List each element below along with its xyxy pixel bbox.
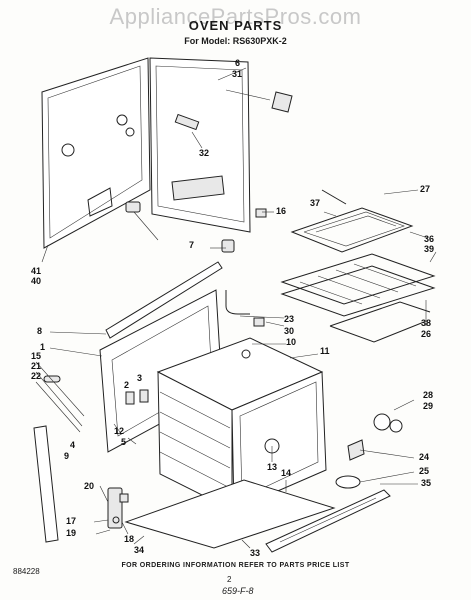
callout-label: 3 bbox=[137, 373, 143, 383]
page-number: 2 bbox=[227, 575, 232, 584]
vent-tube bbox=[225, 290, 250, 315]
callout-label: 25 bbox=[419, 466, 430, 476]
terminal-block bbox=[43, 375, 61, 383]
leader-lines bbox=[35, 67, 437, 549]
callout-label: 37 bbox=[310, 198, 321, 208]
diagram-title: OVEN PARTS bbox=[188, 18, 283, 33]
bracket bbox=[125, 391, 135, 405]
clip bbox=[253, 317, 265, 327]
watermark: AppliancePartsPros.com bbox=[109, 4, 362, 29]
callout-label: 23 bbox=[284, 314, 295, 324]
callout-label: 33 bbox=[250, 548, 261, 558]
hinge-assembly bbox=[107, 487, 129, 529]
callout-label: 35 bbox=[421, 478, 432, 488]
callout-label: 38 bbox=[421, 318, 432, 328]
callout-label: 16 bbox=[276, 206, 287, 216]
callout-label: 21 bbox=[31, 361, 42, 371]
callout-label: 39 bbox=[424, 244, 435, 254]
callout-label: 10 bbox=[286, 337, 297, 347]
broil-element bbox=[290, 189, 414, 253]
callout-label: 30 bbox=[284, 326, 295, 336]
callout-label: 7 bbox=[189, 240, 195, 250]
callout-label: 13 bbox=[267, 462, 278, 472]
callout-label: 40 bbox=[31, 276, 42, 286]
callout-label: 22 bbox=[31, 371, 42, 381]
model-line: For Model: RS630PXK-2 bbox=[184, 36, 287, 46]
bracket bbox=[139, 389, 149, 403]
callout-label: 11 bbox=[320, 346, 330, 356]
callout-label: 31 bbox=[232, 69, 243, 79]
callout-label: 34 bbox=[134, 545, 145, 555]
side-trim bbox=[33, 425, 59, 543]
callout-label: 20 bbox=[84, 481, 95, 491]
oven-liner bbox=[156, 337, 327, 511]
callout-label: 14 bbox=[281, 468, 292, 478]
top-trim bbox=[105, 261, 223, 339]
callout-label: 15 bbox=[31, 351, 42, 361]
callout-label: 19 bbox=[66, 528, 77, 538]
callout-label: 4 bbox=[70, 440, 76, 450]
ordering-note: FOR ORDERING INFORMATION REFER TO PARTS … bbox=[121, 562, 350, 569]
callout-label: 36 bbox=[424, 234, 435, 244]
callout-label: 6 bbox=[235, 58, 241, 68]
callout-label: 41 bbox=[31, 266, 42, 276]
callout-label: 1 bbox=[40, 342, 46, 352]
document-code: 884228 bbox=[13, 567, 40, 576]
bottom-vent bbox=[265, 489, 391, 553]
callout-label: 28 bbox=[423, 390, 434, 400]
callout-label: 17 bbox=[66, 516, 77, 526]
handwritten-note: 659-F-8 bbox=[222, 586, 254, 596]
callout-label: 8 bbox=[37, 326, 43, 336]
callout-label: 18 bbox=[124, 534, 135, 544]
oven-base bbox=[124, 479, 336, 549]
oven-light bbox=[335, 413, 403, 489]
callout-label: 27 bbox=[420, 184, 431, 194]
callout-label: 32 bbox=[199, 148, 210, 158]
callout-label: 9 bbox=[64, 451, 70, 461]
callout-label: 12 bbox=[114, 426, 125, 436]
callout-label: 5 bbox=[121, 437, 127, 447]
callout-label: 26 bbox=[421, 329, 432, 339]
callout-label: 2 bbox=[124, 380, 130, 390]
callout-label: 29 bbox=[423, 401, 434, 411]
insulation-panel bbox=[41, 57, 151, 249]
oven-racks bbox=[280, 253, 436, 343]
callout-label: 24 bbox=[419, 452, 430, 462]
